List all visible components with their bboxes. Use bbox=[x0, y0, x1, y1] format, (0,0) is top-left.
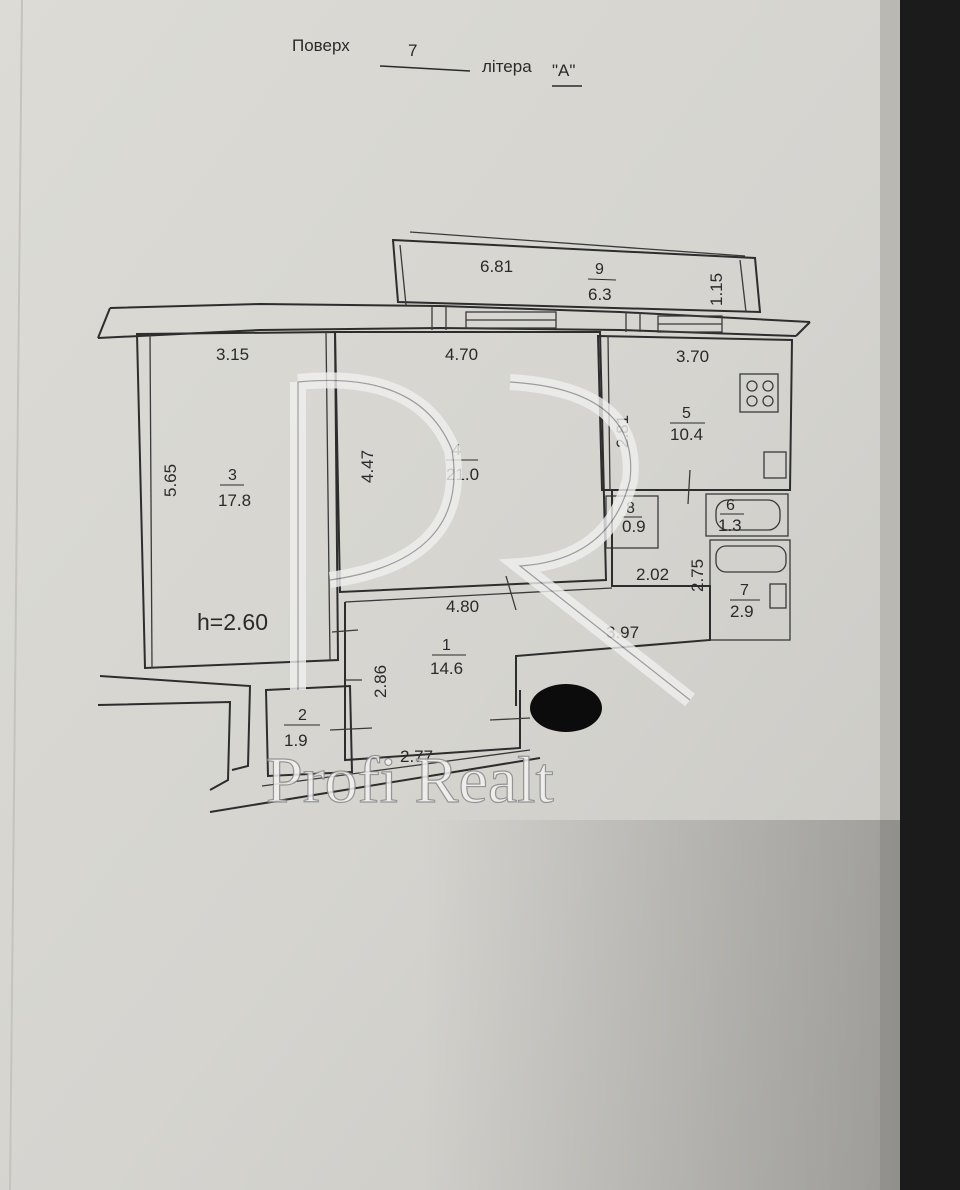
paper-fold-line bbox=[9, 0, 23, 1190]
bathtub-6-icon bbox=[715, 499, 781, 531]
hall-door-line bbox=[489, 717, 531, 721]
dim-hall-width: 4.80 bbox=[446, 597, 479, 616]
balcony-right-line bbox=[739, 259, 747, 313]
balcony-outline bbox=[391, 238, 762, 314]
dim-balcony-depth: 1.15 bbox=[707, 273, 726, 306]
sink-icon bbox=[763, 451, 787, 479]
room-3-number: 3 bbox=[228, 467, 237, 484]
door-mark-3 bbox=[331, 629, 359, 633]
dim-corridor-width: 2.02 bbox=[636, 565, 669, 584]
door-mark-2 bbox=[687, 469, 691, 505]
watermark-r-outline bbox=[509, 381, 691, 701]
redaction-mark bbox=[530, 684, 602, 732]
balcony-left-line bbox=[399, 244, 407, 306]
wall-right-end bbox=[795, 321, 811, 337]
watermark-brand: Profi Realt bbox=[266, 744, 554, 817]
watermark-p-outline bbox=[297, 379, 455, 690]
floor-label: Поверх bbox=[292, 36, 350, 55]
floor-plan bbox=[97, 231, 811, 813]
room-7-area: 2.9 bbox=[730, 602, 754, 621]
dim-room4-width: 4.70 bbox=[445, 345, 478, 364]
lower-wall-outer bbox=[99, 675, 252, 771]
dim-room5-width: 3.70 bbox=[676, 347, 709, 366]
watermark: Profi Realt bbox=[265, 372, 695, 818]
room-8-number: 8 bbox=[626, 500, 635, 517]
lower-wall-inner bbox=[97, 700, 232, 791]
bathtub-7-icon bbox=[715, 545, 787, 573]
toilet-icon bbox=[769, 583, 787, 609]
stove-icon bbox=[739, 373, 779, 413]
corridor-outline bbox=[515, 490, 711, 706]
room-6-outline bbox=[705, 493, 789, 537]
dim-balcony-length: 6.81 bbox=[480, 257, 513, 276]
dim-room4-length: 4.47 bbox=[358, 450, 377, 483]
room-5-number: 5 bbox=[682, 405, 691, 422]
room-3-area: 17.8 bbox=[218, 491, 251, 510]
stove-burner-2 bbox=[762, 380, 774, 392]
stove-burner-1 bbox=[746, 380, 758, 392]
floor-value: 7 bbox=[408, 41, 417, 60]
room-2-number: 2 bbox=[298, 707, 307, 724]
room-9-divider bbox=[587, 278, 617, 281]
watermark-monogram bbox=[290, 372, 695, 707]
wall-left-end bbox=[97, 307, 111, 339]
bottom-wall-inner bbox=[261, 749, 531, 787]
bottom-wall bbox=[209, 757, 541, 813]
room-6-number: 6 bbox=[726, 497, 735, 514]
stove-burner-3 bbox=[746, 395, 758, 407]
room-4-inner-bottom bbox=[344, 587, 613, 603]
dim-hall-length: 2.86 bbox=[371, 665, 390, 698]
background-dark bbox=[900, 0, 960, 1190]
letter-label: літера bbox=[482, 57, 532, 76]
dim-room3-length: 5.65 bbox=[161, 464, 180, 497]
paper-shadow bbox=[420, 820, 900, 1190]
dim-room3-width: 3.15 bbox=[216, 345, 249, 364]
room-labels: 9 6.3 5 10.4 4 21.0 3 17.8 8 0.9 6 1.3 7… bbox=[197, 261, 760, 750]
exterior-wall-outer bbox=[109, 302, 811, 323]
room-3-inner-left bbox=[149, 333, 153, 669]
room-7-number: 7 bbox=[740, 582, 749, 599]
door-mark-1 bbox=[505, 575, 517, 611]
dim-bath-length: 2.75 bbox=[688, 559, 707, 592]
room-1-area: 14.6 bbox=[430, 659, 463, 678]
room-5-outline bbox=[596, 334, 794, 491]
header: Поверх 7 літера "А" bbox=[292, 36, 582, 87]
ceiling-height: h=2.60 bbox=[197, 609, 268, 635]
floor-underline bbox=[379, 65, 471, 72]
room-3-outline bbox=[135, 330, 340, 670]
room-8-area: 0.9 bbox=[622, 517, 646, 536]
dimensions: 6.81 1.15 3.15 5.65 4.70 4.47 3.70 2.81 … bbox=[161, 257, 726, 766]
room-4-outline bbox=[333, 331, 608, 594]
letter-value: "А" bbox=[552, 61, 575, 80]
room-2-area: 1.9 bbox=[284, 731, 308, 750]
room-9-area: 6.3 bbox=[588, 285, 612, 304]
room-1-number: 1 bbox=[442, 637, 451, 654]
room-2-door bbox=[329, 727, 373, 731]
balcony-inner-line bbox=[409, 231, 746, 257]
dim-bottom-width: 2.77 bbox=[400, 747, 433, 766]
stove-burner-4 bbox=[762, 395, 774, 407]
room-5-area: 10.4 bbox=[670, 425, 703, 444]
room-9-number: 9 bbox=[595, 261, 604, 278]
room-6-area: 1.3 bbox=[718, 516, 742, 535]
room-2-outline bbox=[264, 684, 354, 778]
